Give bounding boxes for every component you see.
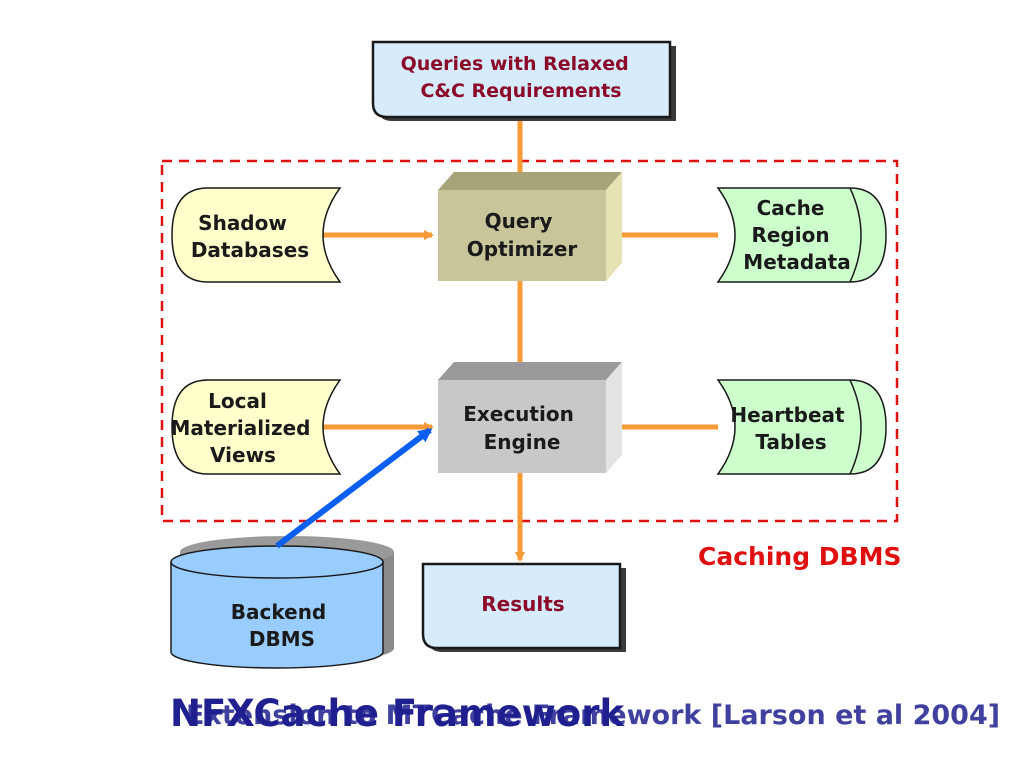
caching-dbms-label: Caching DBMS [698, 542, 902, 571]
cache-metadata-label-line-1: Cache [757, 196, 825, 220]
results-node: Results [421, 562, 626, 652]
caching-dbms-region [160, 159, 899, 523]
queries-label: Queries with Relaxed C&C Requirements [401, 53, 636, 102]
backend-label: Backend DBMS [231, 600, 333, 651]
cache-metadata-label-line-2: Region [751, 223, 829, 247]
queries-label-line-2: C&C Requirements [420, 80, 621, 102]
results-label: Results [481, 592, 564, 616]
local-views-label-line-3: Views [210, 443, 276, 467]
query-optimizer-node: Query Optimizer [438, 172, 622, 281]
engine-label: Execution Engine [463, 402, 581, 454]
heartbeat-label: Heartbeat Tables [730, 403, 851, 454]
arrow-backend-to-engine [275, 427, 433, 549]
shadow-label: Shadow Databases [191, 211, 309, 262]
heartbeat-label-line-2: Tables [755, 430, 826, 454]
cache-metadata-label-line-3: Metadata [743, 250, 850, 274]
cache-metadata-node: Cache Region Metadata [716, 187, 887, 283]
cache-metadata-label: Cache Region Metadata [743, 196, 850, 274]
arrows [313, 118, 718, 562]
local-views-node: Local Materialized Views [171, 379, 342, 475]
heartbeat-label-line-1: Heartbeat [730, 403, 845, 427]
shadow-label-line-2: Databases [191, 238, 309, 262]
queries-node: Queries with Relaxed C&C Requirements [371, 40, 676, 121]
backend-label-line-2: DBMS [249, 627, 315, 651]
backend-dbms-node: Backend DBMS [170, 536, 394, 669]
slide-title-overlay-front: Extension to MTCache Framework [Larson e… [186, 700, 1001, 731]
backend-label-line-1: Backend [231, 600, 326, 624]
optimizer-label-line-2: Optimizer [467, 237, 578, 261]
engine-label-line-2: Engine [484, 430, 561, 454]
local-views-label: Local Materialized Views [171, 389, 318, 467]
engine-label-line-1: Execution [463, 402, 574, 426]
execution-engine-node: Execution Engine [438, 362, 622, 473]
shadow-label-line-1: Shadow [198, 211, 287, 235]
queries-label-line-1: Queries with Relaxed [401, 53, 629, 75]
local-views-label-line-1: Local [208, 389, 267, 413]
heartbeat-tables-node: Heartbeat Tables [716, 379, 887, 475]
optimizer-label: Query Optimizer [467, 209, 578, 261]
shadow-databases-node: Shadow Databases [171, 187, 342, 283]
slide-title-overlay-back: NFXCache Framework [170, 692, 625, 735]
local-views-label-line-2: Materialized [171, 416, 311, 440]
optimizer-label-line-1: Query [485, 209, 553, 233]
